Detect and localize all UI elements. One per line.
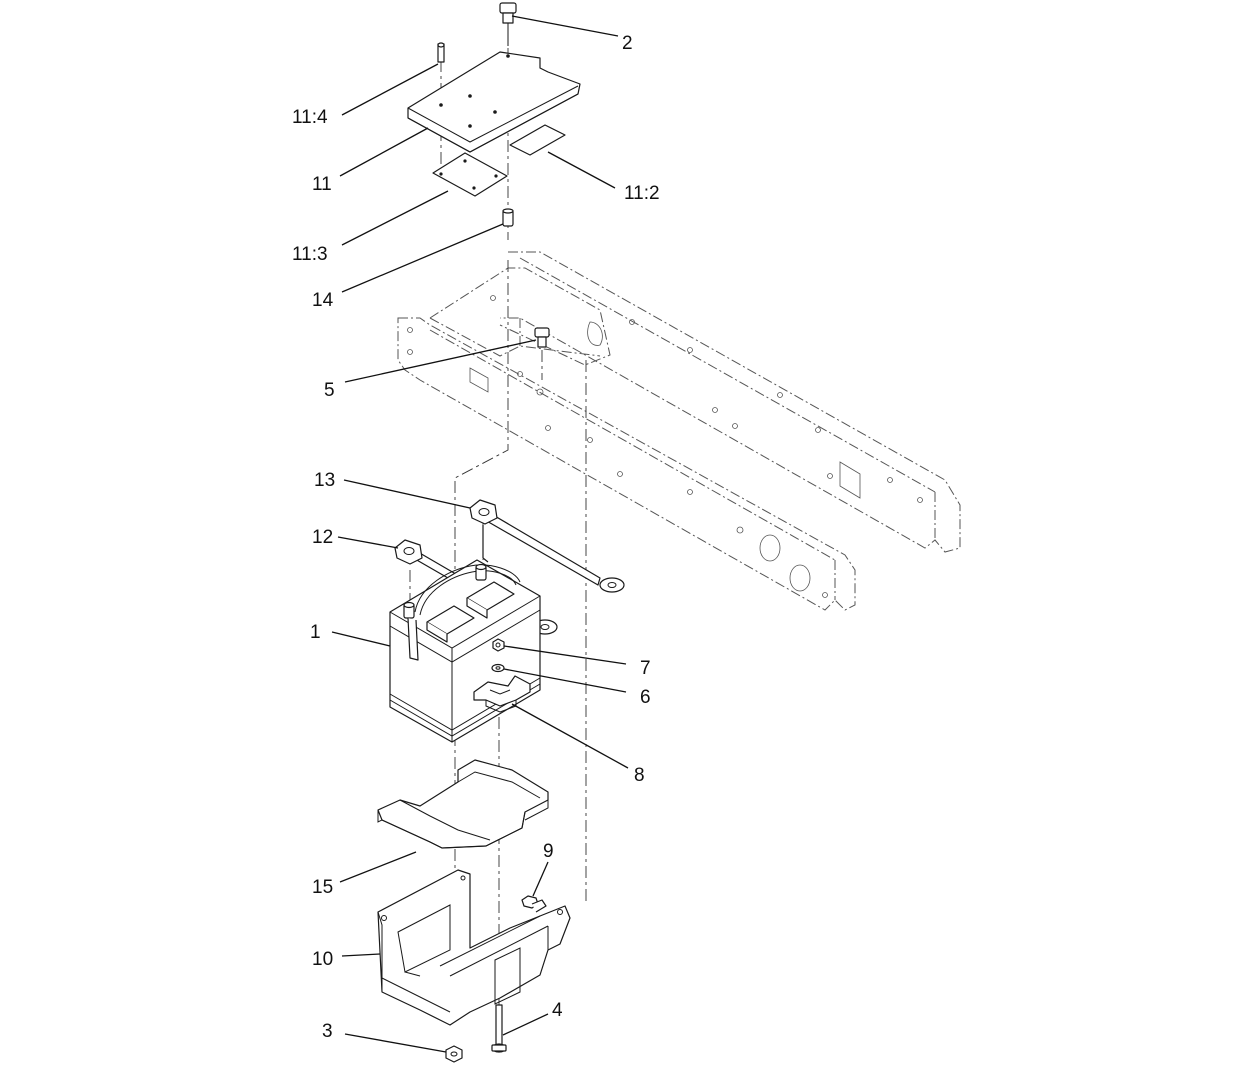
- leader-11-3: [341, 190, 449, 246]
- callout-13: 13: [314, 470, 335, 491]
- callout-3: 3: [322, 1021, 333, 1042]
- callout-8: 8: [634, 765, 645, 786]
- leader-3: [344, 1033, 447, 1053]
- leader-11: [339, 127, 429, 177]
- callout-11-3: 11:3: [292, 244, 328, 265]
- part-10-battery-tray: [377, 869, 571, 1026]
- callout-5: 5: [324, 380, 335, 401]
- part-6-washer: [491, 663, 505, 673]
- leader-7: [503, 645, 627, 665]
- part-11-3-pad: [432, 152, 508, 197]
- leader-8: [511, 703, 629, 769]
- part-11-4-pin: [437, 42, 445, 63]
- callout-11-2: 11:2: [624, 183, 660, 204]
- leader-lines: [331, 15, 629, 1053]
- leader-11-2: [547, 151, 616, 189]
- leader-14: [341, 223, 504, 293]
- part-11-2-decal: [509, 124, 566, 156]
- callout-9: 9: [543, 841, 554, 862]
- callout-4: 4: [552, 1000, 563, 1021]
- leader-12: [337, 536, 399, 549]
- callout-labels: 2 11:4 11 11:2 11:3 14 5 13 12 1 7 6 8 9…: [292, 33, 660, 1042]
- callout-10: 10: [312, 949, 333, 970]
- part-5-bolt: [534, 327, 550, 348]
- part-7-nut: [492, 638, 505, 652]
- part-15-tray-liner: [377, 759, 549, 849]
- leader-11-4: [341, 63, 439, 116]
- callout-6: 6: [640, 687, 651, 708]
- leader-1: [331, 631, 391, 647]
- leader-15: [339, 851, 417, 883]
- part-14-spacer: [502, 208, 514, 227]
- chassis-frame-phantom: [397, 251, 961, 611]
- leader-5: [344, 339, 537, 383]
- part-8-hold-down-clamp: [473, 675, 531, 713]
- part-3-nut: [445, 1045, 463, 1063]
- part-4-bolt: [491, 1004, 507, 1053]
- leader-9: [532, 861, 549, 897]
- callout-2: 2: [622, 33, 633, 54]
- leader-10: [341, 953, 381, 957]
- part-2-screw: [499, 2, 517, 46]
- callout-15: 15: [312, 877, 333, 898]
- leader-6: [503, 668, 627, 693]
- leader-13: [343, 479, 471, 509]
- callout-7: 7: [640, 658, 651, 679]
- part-13-cable: [469, 499, 625, 593]
- leader-2: [511, 15, 619, 37]
- callout-11-4: 11:4: [292, 107, 328, 128]
- leader-4: [502, 1013, 549, 1036]
- part-11-cover-plate: [407, 51, 581, 153]
- part-9-bolt: [521, 895, 547, 913]
- callout-11: 11: [312, 174, 332, 195]
- callout-1: 1: [310, 622, 321, 643]
- callout-14: 14: [312, 290, 334, 311]
- part-1-battery: [389, 559, 541, 743]
- callout-12: 12: [312, 527, 333, 548]
